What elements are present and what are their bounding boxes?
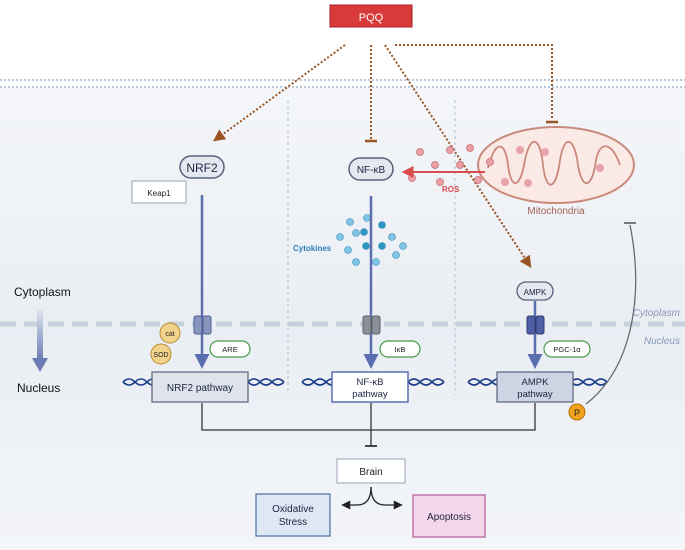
nrf2-pathway-box xyxy=(151,371,249,403)
ros-particles xyxy=(408,144,494,186)
nrf2-label: NRF2 xyxy=(186,161,218,175)
mitochondria xyxy=(477,126,635,204)
cat-label: cat xyxy=(165,331,174,338)
cytoplasm-right-label: Cytoplasm xyxy=(633,308,680,319)
phospho-label: P xyxy=(574,408,580,418)
pqq-to-ampk-arrow xyxy=(384,44,532,269)
ampk-pore-left xyxy=(526,315,536,335)
ampk-pore-right xyxy=(535,315,545,335)
ikb-badge xyxy=(379,340,421,358)
oxidative-stress-box xyxy=(255,493,331,537)
sod-molecule xyxy=(150,343,172,365)
pqq-to-mito-inhibit xyxy=(395,44,553,120)
oxidative-line2: Stress xyxy=(279,517,307,528)
keap1-box xyxy=(131,180,187,204)
cytokine-particles xyxy=(336,214,407,266)
keap1-label: Keap1 xyxy=(147,189,171,198)
convergence-bracket xyxy=(201,403,536,431)
nucleus-right-label: Nucleus xyxy=(644,336,680,347)
are-label: ARE xyxy=(222,345,237,354)
ampk-pathway-line1: AMPK xyxy=(522,377,550,388)
cytoplasm-to-nucleus-head xyxy=(32,358,48,372)
sod-label: SOD xyxy=(153,352,168,359)
are-badge xyxy=(209,340,251,358)
nfkb-label: NF-κB xyxy=(357,165,386,176)
nrf2-node xyxy=(179,155,225,179)
cytoplasm-left-label: Cytoplasm xyxy=(14,285,71,299)
brain-box xyxy=(336,458,406,484)
pqq-box xyxy=(329,4,413,28)
nfkb-pathway-line1: NF-κB xyxy=(357,377,384,388)
apoptosis-box xyxy=(412,494,486,538)
nrf2-pore-right xyxy=(202,315,212,335)
brain-label: Brain xyxy=(359,467,382,478)
cytoplasm-to-nucleus-shaft xyxy=(37,310,43,360)
ampk-pathway-line2: pathway xyxy=(517,389,553,400)
pgc-badge xyxy=(543,340,591,358)
ampk-node xyxy=(516,281,554,301)
mitochondria-label: Mitochondria xyxy=(527,206,585,217)
apoptosis-label: Apoptosis xyxy=(427,512,471,523)
ikb-label: IκB xyxy=(395,345,406,354)
nrf2-pore-left xyxy=(193,315,203,335)
pgc-label: PGC-1α xyxy=(553,345,581,354)
pqq-to-nrf2-arrow xyxy=(213,44,346,142)
nfkb-pathway-box xyxy=(331,371,409,403)
oxidative-line1: Oxidative xyxy=(272,504,314,515)
nfkb-pore-right xyxy=(371,315,381,335)
nfkb-pathway-line2: pathway xyxy=(352,389,388,400)
cytokines-label: Cytokines xyxy=(293,244,332,253)
ampk-mito-feedback xyxy=(585,224,637,405)
nfkb-node xyxy=(348,157,394,181)
pqq-label: PQQ xyxy=(359,12,384,24)
ampk-pathway-box xyxy=(496,371,574,403)
phospho-badge xyxy=(568,403,586,421)
cat-molecule xyxy=(159,322,181,344)
brain-to-apoptosis-arrow xyxy=(370,486,403,510)
nucleus-left-label: Nucleus xyxy=(17,381,60,395)
nucleus-region xyxy=(0,323,685,550)
ampk-label: AMPK xyxy=(524,288,547,297)
ros-label: ROS xyxy=(442,185,460,194)
nfkb-pore-left xyxy=(362,315,372,335)
nrf2-pathway-label: NRF2 pathway xyxy=(167,383,233,394)
